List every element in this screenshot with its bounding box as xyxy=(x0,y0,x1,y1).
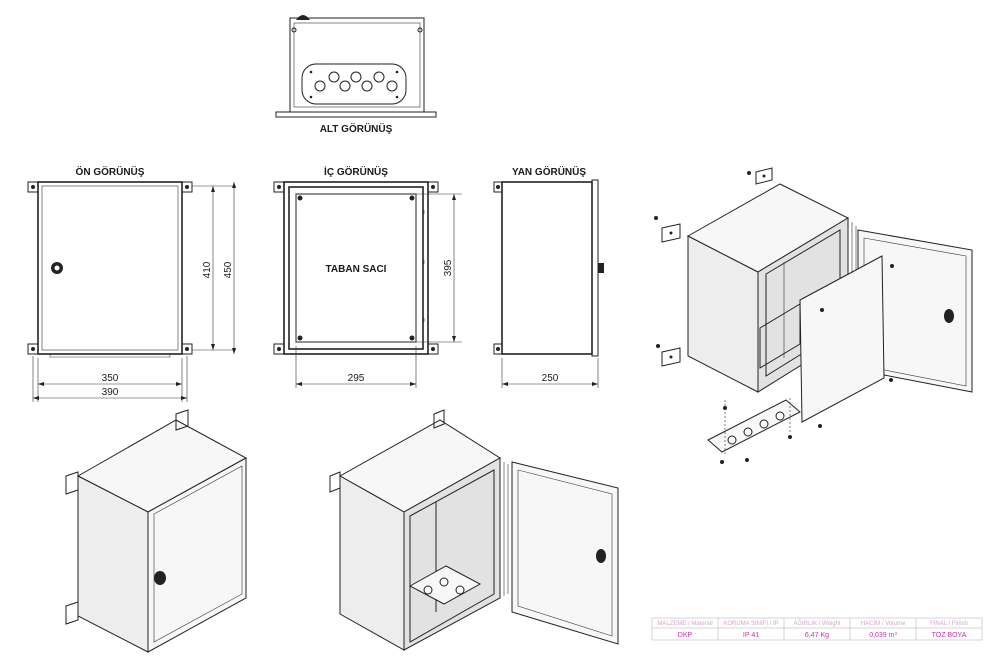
tb-value-material: DKP xyxy=(678,632,693,639)
base-plate-label: TABAN SACI xyxy=(326,264,387,275)
gland-plate xyxy=(301,63,407,105)
dim-390: 390 xyxy=(102,387,119,398)
iso-open-gland-plate xyxy=(408,565,482,605)
tb-value-volume: 0,039 m³ xyxy=(869,632,897,639)
exploded-view xyxy=(654,167,973,464)
side-enclosure xyxy=(501,181,593,355)
iso-open-lock-icon xyxy=(596,549,606,563)
side-lock-icon xyxy=(598,263,604,273)
iso-open-door xyxy=(511,461,619,645)
bottom-view-title: ALT GÖRÜNÜŞ xyxy=(320,122,393,135)
cable-holes xyxy=(309,70,399,99)
side-view-title: YAN GÖRÜNÜŞ xyxy=(512,165,586,178)
iso-open-brackets xyxy=(329,409,445,493)
dim-410: 410 xyxy=(202,261,213,278)
front-door xyxy=(41,185,179,351)
tb-header-material: MALZEME / Material xyxy=(657,621,712,627)
dim-295: 295 xyxy=(348,373,365,384)
bracket-top xyxy=(755,167,773,185)
bottom-view-brackets xyxy=(275,111,437,118)
tb-value-weight: 6,47 Kg xyxy=(805,632,829,639)
tb-value-finish: TOZ BOYA xyxy=(932,632,967,639)
bottom-view: ALT GÖRÜNÜŞ xyxy=(275,15,437,135)
front-view-title: ÖN GÖRÜNÜŞ xyxy=(76,165,145,178)
inner-view-title: İÇ GÖRÜNÜŞ xyxy=(324,165,388,178)
iso-closed-door xyxy=(147,457,247,653)
iso-closed-brackets xyxy=(65,409,189,625)
tb-header-weight: AĞIRLIK / Weight xyxy=(793,620,841,627)
iso-closed-lock-icon xyxy=(154,571,166,585)
screws xyxy=(654,171,894,464)
base-plate xyxy=(295,193,417,343)
dim-450: 450 xyxy=(223,261,234,278)
tb-value-ip: IP 41 xyxy=(743,632,759,639)
bracket-left-bottom xyxy=(661,347,681,367)
dim-250: 250 xyxy=(542,373,559,384)
front-view: ÖN GÖRÜNÜŞ 410 450 350 390 xyxy=(27,165,236,402)
inner-enclosure xyxy=(283,181,429,355)
dim-395: 395 xyxy=(443,259,454,276)
tb-header-volume: HACİM / Volume xyxy=(861,620,906,627)
iso-closed-view xyxy=(65,409,248,653)
side-view: YAN GÖRÜNÜŞ 250 xyxy=(493,165,604,388)
inner-view: İÇ GÖRÜNÜŞ TABAN SACI 395 295 xyxy=(273,165,462,388)
exploded-door-lock-icon xyxy=(944,309,954,323)
exploded-gland-plate xyxy=(707,399,801,453)
exploded-base-plate xyxy=(799,255,885,423)
dim-350: 350 xyxy=(102,373,119,384)
bracket-left-top xyxy=(661,223,681,243)
iso-open-view xyxy=(329,409,619,651)
side-door-edge xyxy=(591,179,599,357)
tb-header-finish: FİNAL / Finish xyxy=(930,620,968,627)
tb-header-ip: KORUMA SINIFI / IP xyxy=(723,621,778,627)
front-enclosure xyxy=(37,181,183,355)
side-brackets xyxy=(493,181,503,355)
title-block: MALZEME / Material KORUMA SINIFI / IP AĞ… xyxy=(651,617,983,641)
